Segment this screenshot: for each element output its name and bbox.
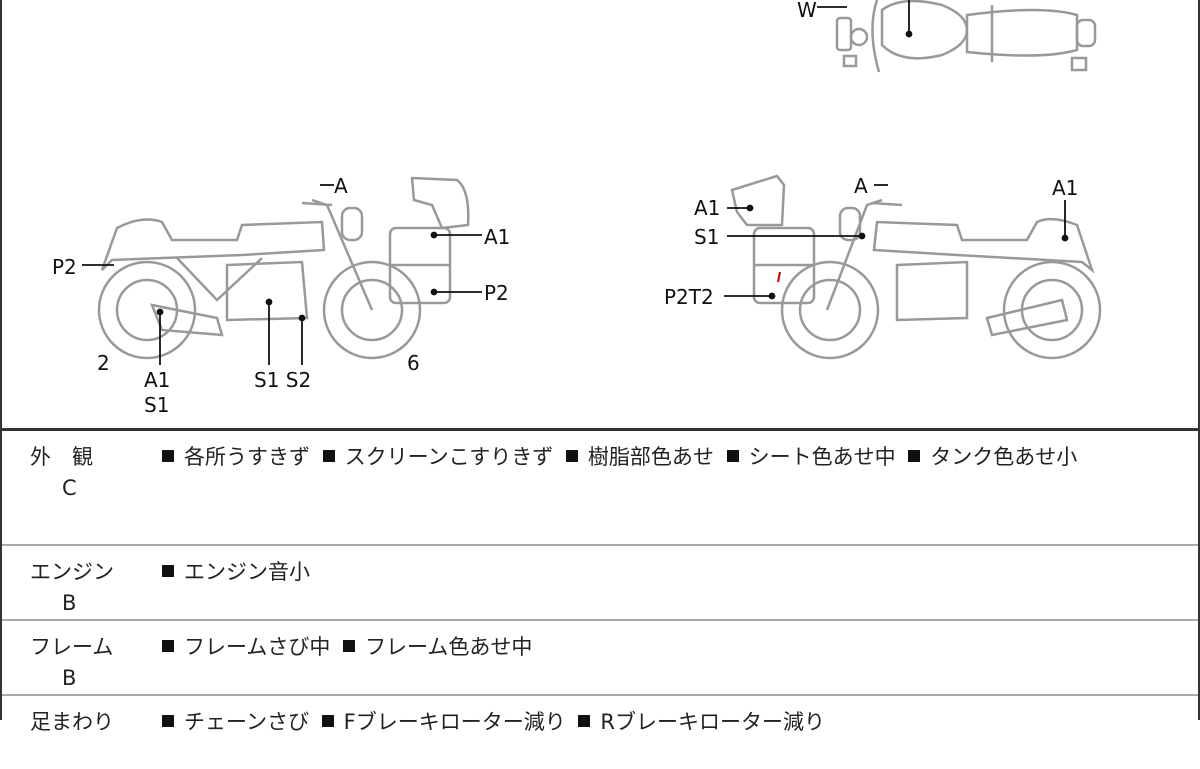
bullet-square-icon — [162, 715, 174, 727]
bullet-square-icon — [565, 450, 578, 462]
label-p2: P2 — [52, 255, 77, 279]
finding: エンジン音小 — [184, 560, 310, 584]
finding: シート色あせ中 — [748, 445, 896, 469]
finding: タンク色あせ小 — [930, 445, 1078, 469]
section-frame: フレーム B フレームさび中 フレーム色あせ中 — [2, 621, 1198, 696]
finding: Rブレーキローター減り — [600, 710, 826, 734]
label-a1: A1 — [1052, 176, 1079, 200]
section-items: 各所うすきず スクリーンこすりきず 樹脂部色あせ シート色あせ中 タンク色あせ小 — [162, 441, 1083, 471]
section-grade: C — [62, 476, 77, 500]
bullet-square-icon — [162, 565, 174, 577]
section-category: エンジン — [30, 560, 114, 584]
finding: 樹脂部色あせ — [587, 445, 714, 469]
right-side-motorcycle — [730, 174, 1102, 360]
bullet-square-icon — [908, 450, 921, 462]
section-items: フレームさび中 フレーム色あせ中 — [162, 631, 538, 661]
label-6: 6 — [407, 351, 420, 375]
label-a1: A1 — [484, 225, 511, 249]
label-a1: A1 — [694, 196, 721, 220]
finding: フレーム色あせ中 — [365, 635, 533, 659]
section-exterior: 外 観 C 各所うすきず スクリーンこすりきず 樹脂部色あせ シート色あせ中 タ… — [2, 431, 1198, 546]
bullet-square-icon — [321, 715, 334, 727]
bullet-square-icon — [162, 640, 174, 652]
section-engine: エンジン B エンジン音小 — [2, 546, 1198, 621]
section-grade: B — [62, 666, 77, 690]
motorcycle-drawings — [82, 0, 1102, 365]
finding: 各所うすきず — [184, 445, 310, 469]
bullet-square-icon — [162, 450, 174, 462]
bullet-square-icon — [322, 450, 335, 462]
finding: チェーンさび — [184, 710, 309, 734]
label-w: W — [797, 0, 817, 22]
label-p2: P2 — [484, 281, 509, 305]
section-category: フレーム — [30, 635, 114, 659]
label-p2t2: P2T2 — [664, 285, 714, 309]
finding: フレームさび中 — [184, 635, 331, 659]
bullet-square-icon — [343, 640, 356, 652]
label-s1: S1 — [144, 393, 170, 417]
bullet-square-icon — [578, 715, 591, 727]
label-a1: A1 — [144, 368, 171, 392]
damage-diagram: W A A1 P2 P2 2 A1 S1 S1 S2 6 A A1 A1 S1 … — [2, 0, 1198, 431]
section-grade: B — [62, 591, 77, 615]
left-side-motorcycle — [97, 176, 470, 360]
label-a: A — [854, 174, 868, 198]
label-s1-s2: S1 S2 — [254, 368, 312, 392]
section-items: チェーンさび Fブレーキローター減り Rブレーキローター減り — [162, 706, 831, 736]
section-items: エンジン音小 — [162, 556, 316, 586]
label-s1: S1 — [694, 225, 720, 249]
bullet-square-icon — [726, 450, 739, 462]
top-view-motorcycle — [835, 0, 1097, 73]
finding: スクリーンこすりきず — [344, 445, 554, 469]
finding: Fブレーキローター減り — [343, 710, 566, 734]
section-suspension: 足まわり チェーンさび Fブレーキローター減り Rブレーキローター減り — [2, 696, 1198, 769]
label-2: 2 — [97, 351, 110, 375]
section-category: 足まわり — [30, 710, 114, 734]
label-a: A — [334, 174, 348, 198]
inspection-sheet: W A A1 P2 P2 2 A1 S1 S1 S2 6 A A1 A1 S1 … — [0, 0, 1200, 734]
section-category: 外 観 — [30, 445, 93, 469]
